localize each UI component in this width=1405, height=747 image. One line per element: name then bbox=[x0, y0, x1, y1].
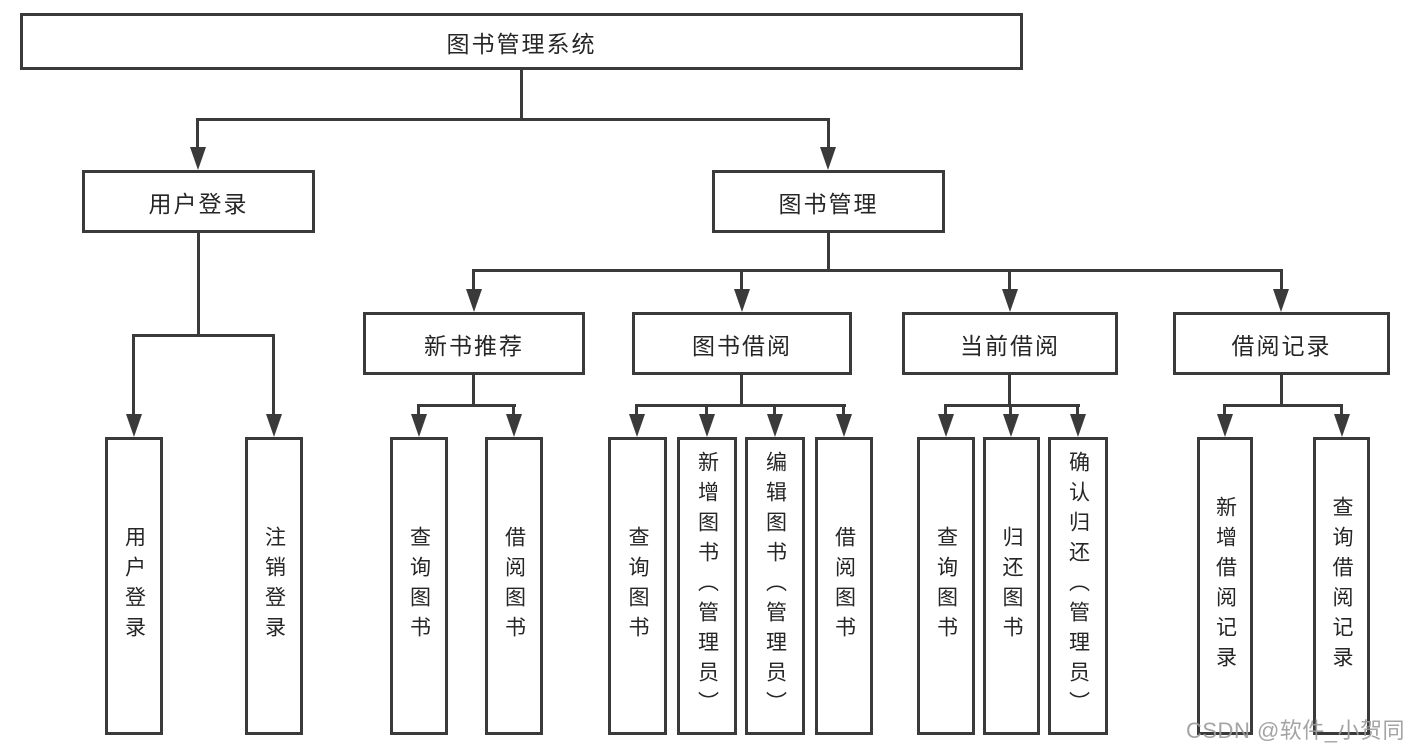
arrowhead-down-icon bbox=[466, 289, 482, 312]
connector-root-stem bbox=[520, 70, 523, 121]
connector-user-login-branch bbox=[133, 334, 275, 337]
connector-shaft bbox=[1280, 269, 1283, 292]
leaf-cb-return-book: 归还图书 bbox=[983, 437, 1040, 735]
node-book-management: 图书管理 bbox=[712, 170, 945, 233]
connector-current-stem bbox=[1008, 375, 1011, 407]
arrowhead-down-icon bbox=[190, 147, 206, 170]
connector-book-management-stem bbox=[827, 233, 830, 272]
connector-shaft bbox=[705, 404, 708, 417]
connector-shaft bbox=[472, 269, 475, 292]
connector-shaft bbox=[1076, 404, 1079, 417]
connector-shaft bbox=[773, 404, 776, 417]
leaf-nb-borrow-book: 借阅图书 bbox=[485, 437, 543, 735]
leaf-bb-add-book: 新增图书（管理员） bbox=[677, 437, 737, 735]
leaf-nb-query-book: 查询图书 bbox=[390, 437, 448, 735]
connector-shaft bbox=[842, 404, 845, 417]
arrowhead-down-icon bbox=[1334, 414, 1350, 437]
arrowhead-down-icon bbox=[266, 414, 282, 437]
connector-shaft bbox=[196, 118, 199, 150]
node-current-borrow: 当前借阅 bbox=[902, 312, 1118, 375]
arrowhead-down-icon bbox=[411, 414, 427, 437]
leaf-bb-query-book: 查询图书 bbox=[608, 437, 667, 735]
arrowhead-down-icon bbox=[1003, 414, 1019, 437]
arrowhead-down-icon bbox=[820, 147, 836, 170]
connector-borrow-stem bbox=[740, 375, 743, 407]
arrowhead-down-icon bbox=[1273, 289, 1289, 312]
arrowhead-down-icon bbox=[126, 414, 142, 437]
connector-shaft bbox=[132, 334, 135, 417]
arrowhead-down-icon bbox=[506, 414, 522, 437]
leaf-bb-edit-book: 编辑图书（管理员） bbox=[745, 437, 805, 735]
arrowhead-down-icon bbox=[836, 414, 852, 437]
connector-record-stem bbox=[1280, 375, 1283, 407]
connector-shaft bbox=[740, 269, 743, 292]
connector-shaft bbox=[512, 404, 515, 417]
leaf-br-query-record: 查询借阅记录 bbox=[1313, 437, 1370, 735]
connector-book-management-branch bbox=[473, 269, 1283, 272]
arrowhead-down-icon bbox=[767, 414, 783, 437]
connector-recommend-stem bbox=[472, 375, 475, 407]
connector-shaft bbox=[944, 404, 947, 417]
arrowhead-down-icon bbox=[1002, 289, 1018, 312]
connector-borrow-branch bbox=[636, 404, 846, 407]
connector-recommend-branch bbox=[418, 404, 516, 407]
connector-shaft bbox=[1008, 269, 1011, 292]
connector-shaft bbox=[272, 334, 275, 417]
connector-root-branch bbox=[197, 118, 830, 121]
node-book-borrow: 图书借阅 bbox=[632, 312, 852, 375]
connector-user-login-stem bbox=[197, 233, 200, 337]
node-new-book-recommend: 新书推荐 bbox=[363, 312, 585, 375]
connector-current-branch bbox=[945, 404, 1080, 407]
connector-shaft bbox=[417, 404, 420, 417]
leaf-bb-borrow-book: 借阅图书 bbox=[815, 437, 873, 735]
leaf-user-login: 用户登录 bbox=[105, 437, 163, 735]
leaf-cb-query-book: 查询图书 bbox=[917, 437, 975, 735]
connector-shaft bbox=[1340, 404, 1343, 417]
node-borrow-record: 借阅记录 bbox=[1173, 312, 1390, 375]
connector-shaft bbox=[635, 404, 638, 417]
arrowhead-down-icon bbox=[1217, 414, 1233, 437]
connector-shaft bbox=[827, 118, 830, 150]
connector-shaft bbox=[1223, 404, 1226, 417]
csdn-watermark: CSDN @软件_小贺同学 bbox=[1186, 718, 1405, 743]
arrowhead-down-icon bbox=[699, 414, 715, 437]
connector-record-branch bbox=[1224, 404, 1343, 407]
leaf-cb-confirm-return: 确认归还（管理员） bbox=[1048, 437, 1108, 735]
node-root: 图书管理系统 bbox=[20, 13, 1023, 70]
arrowhead-down-icon bbox=[629, 414, 645, 437]
arrowhead-down-icon bbox=[938, 414, 954, 437]
arrowhead-down-icon bbox=[1070, 414, 1086, 437]
connector-shaft bbox=[1009, 404, 1012, 417]
arrowhead-down-icon bbox=[734, 289, 750, 312]
leaf-br-add-record: 新增借阅记录 bbox=[1197, 437, 1253, 735]
node-user-login: 用户登录 bbox=[82, 170, 315, 233]
leaf-logout: 注销登录 bbox=[245, 437, 303, 735]
